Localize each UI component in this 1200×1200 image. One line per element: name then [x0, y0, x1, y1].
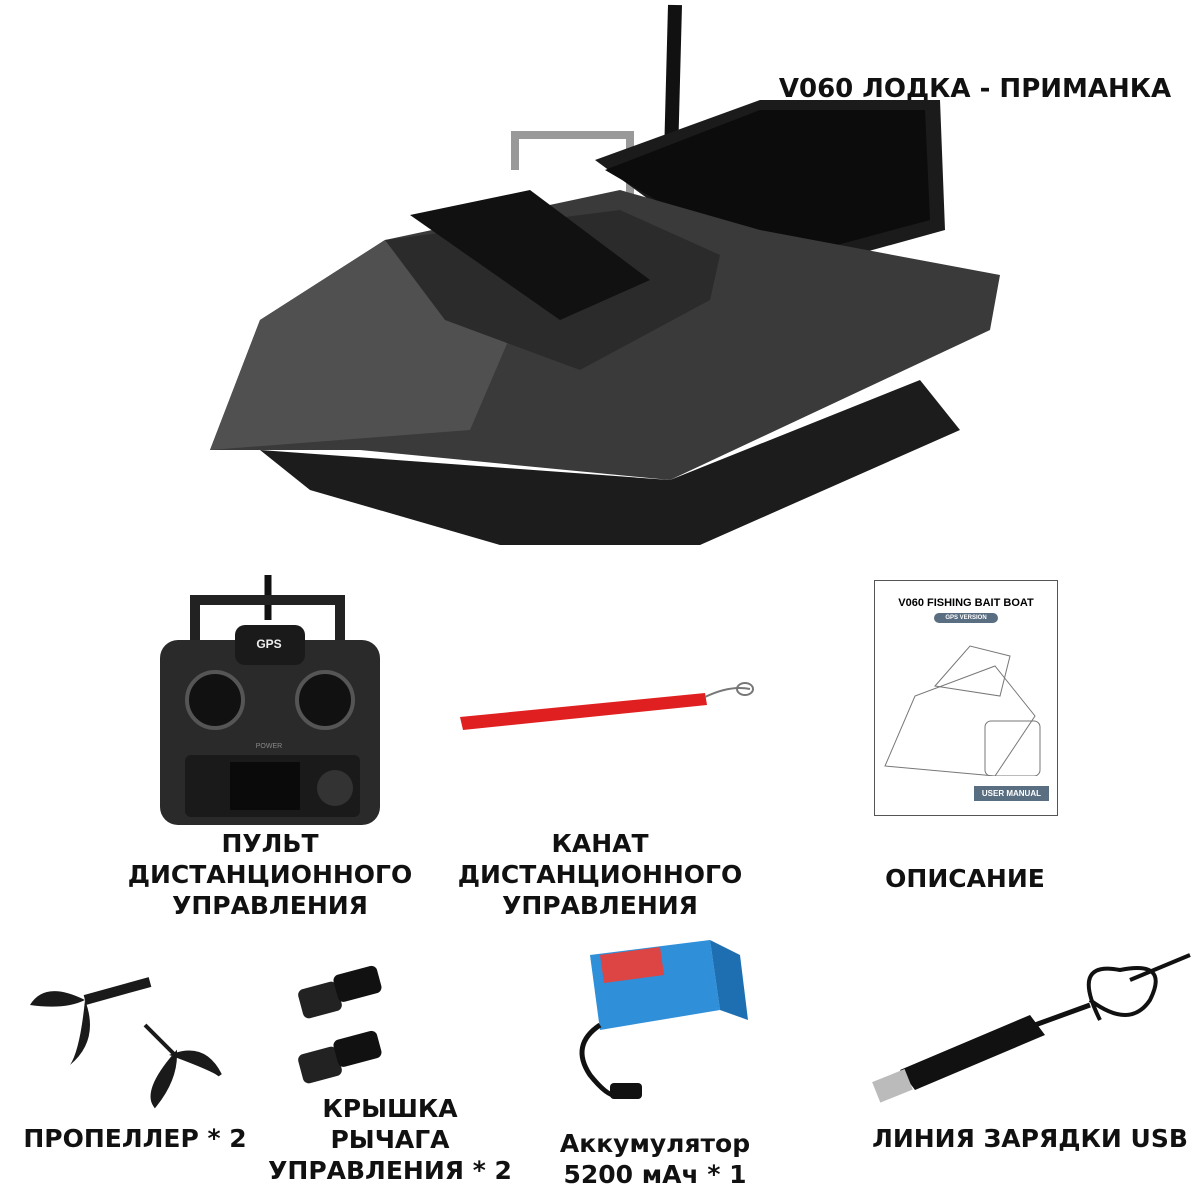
label-lever-caps: КРЫШКА РЫЧАГА УПРАВЛЕНИЯ * 2 — [260, 1093, 520, 1186]
title: V060 ЛОДКА - ПРИМАНКА — [778, 74, 1172, 104]
label-remote: ПУЛЬТ ДИСТАНЦИОННОГО УПРАВЛЕНИЯ — [120, 828, 420, 921]
label-propeller: ПРОПЕЛЛЕР * 2 — [23, 1124, 247, 1153]
label-rope: КАНАТ ДИСТАНЦИОННОГО УПРАВЛЕНИЯ — [450, 828, 750, 921]
battery-image — [579, 940, 748, 1099]
manual-title: V060 FISHING BAIT BOAT — [898, 597, 1034, 609]
label-manual: ОПИСАНИЕ — [885, 864, 1045, 893]
label-line: УПРАВЛЕНИЯ — [172, 891, 368, 920]
label-usb-cable: ЛИНИЯ ЗАРЯДКИ USB — [872, 1124, 1188, 1153]
label-line: ДИСТАНЦИОННОГО — [127, 860, 413, 889]
label-line: УПРАВЛЕНИЯ — [502, 891, 698, 920]
lever-caps-image — [298, 965, 382, 1084]
usb-cable-image — [872, 953, 1191, 1103]
remote-power-label: POWER — [256, 743, 282, 750]
remote-gps-badge: GPS — [256, 637, 281, 651]
label-line: 5200 мАч * 1 — [563, 1160, 747, 1189]
manual-subtitle: GPS VERSION — [934, 613, 998, 623]
label-line: ДИСТАНЦИОННОГО — [457, 860, 743, 889]
label-line: Аккумулятор — [559, 1129, 751, 1158]
label-line: ПУЛЬТ — [221, 829, 319, 858]
propellers-image — [30, 977, 222, 1109]
label-battery: Аккумулятор 5200 мАч * 1 — [540, 1128, 770, 1190]
boat-image — [210, 4, 1000, 545]
rope-image — [460, 682, 754, 730]
label-line: КАНАТ — [551, 829, 649, 858]
label-line: УПРАВЛЕНИЯ * 2 — [268, 1156, 512, 1185]
manual-image: V060 FISHING BAIT BOAT GPS VERSION USER … — [874, 580, 1058, 816]
label-line: КРЫШКА — [322, 1094, 458, 1123]
label-line: РЫЧАГА — [330, 1125, 450, 1154]
manual-footer: USER MANUAL — [973, 786, 1049, 801]
remote-control-image: GPS POWER — [160, 575, 380, 825]
